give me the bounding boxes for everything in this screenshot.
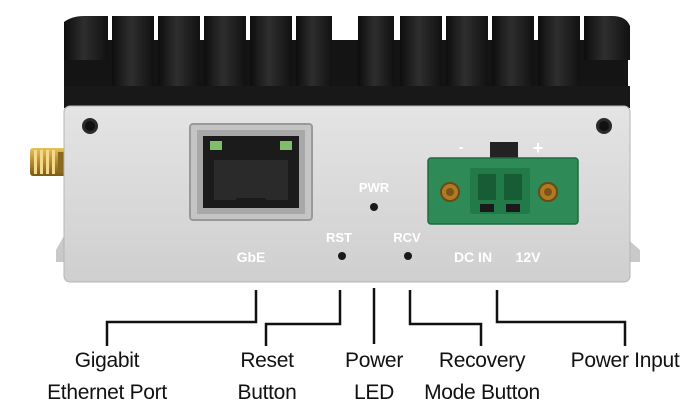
leader-power-input (495, 290, 627, 346)
callout-recovery-line1: Recovery (438, 349, 526, 372)
port-led-right (280, 141, 292, 150)
leader-recovery (408, 290, 483, 346)
callout-power-led: Power LED (334, 345, 414, 409)
callout-power-input: Power Input (560, 345, 690, 377)
heatsink (64, 16, 630, 108)
screw-icon (596, 118, 612, 134)
dc-power-connector (427, 142, 579, 225)
marking-pwr: PWR (359, 180, 390, 195)
callout-reset: Reset Button (222, 345, 312, 409)
marking-plus: + (533, 138, 544, 158)
marking-minus: - (458, 139, 463, 156)
port-led-left (210, 141, 222, 150)
power-led-hole (370, 203, 378, 211)
callout-ethernet-line2: Ethernet Port (47, 381, 167, 404)
marking-rcv: RCV (393, 230, 421, 245)
marking-dc-in: DC IN (454, 249, 492, 265)
antenna-connector (30, 148, 68, 176)
marking-gbe: GbE (237, 249, 266, 265)
callout-recovery: Recovery Mode Button (412, 345, 552, 409)
callout-ethernet-line1: Gigabit (74, 349, 140, 372)
callout-power-input-line1: Power Input (570, 349, 680, 372)
callout-power-led-line2: LED (354, 381, 394, 404)
leader-reset (264, 290, 342, 346)
callout-recovery-line2: Mode Button (424, 381, 540, 404)
recovery-button-hole (404, 252, 412, 260)
callout-power-led-line1: Power (344, 349, 404, 372)
callout-ethernet: Gigabit Ethernet Port (22, 345, 192, 409)
leader-ethernet (105, 290, 258, 346)
ethernet-port (189, 123, 313, 221)
callout-reset-line2: Button (237, 381, 297, 404)
reset-button-hole (338, 252, 346, 260)
marking-rst: RST (326, 230, 352, 245)
leader-lines (105, 288, 627, 346)
screw-icon (82, 118, 98, 134)
callout-reset-line1: Reset (240, 349, 294, 372)
marking-12v: 12V (516, 249, 542, 265)
